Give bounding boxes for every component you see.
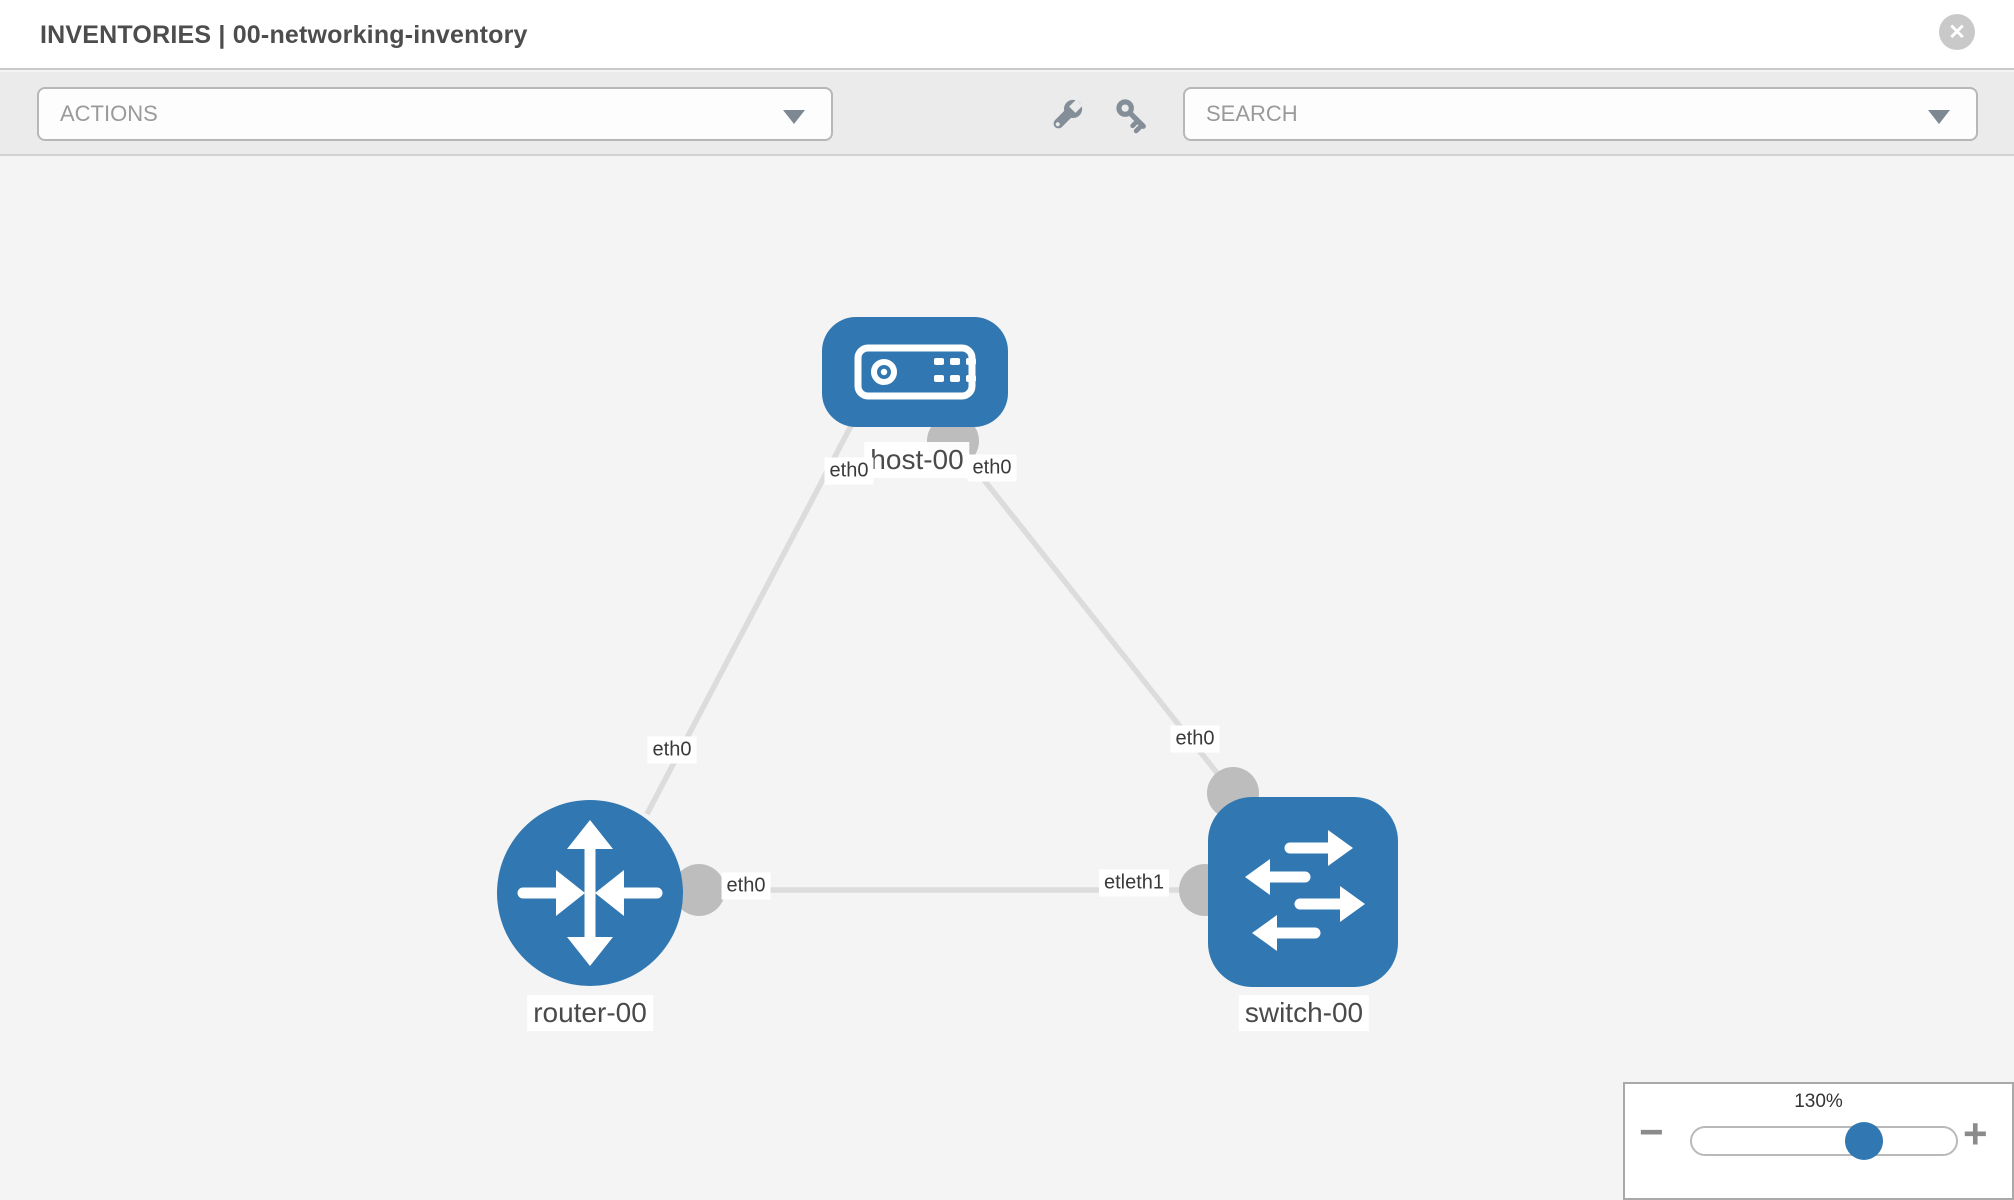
search-dropdown[interactable] bbox=[1183, 87, 1978, 141]
interface-label: etleth1 bbox=[1098, 869, 1170, 897]
zoom-level: 130% bbox=[1794, 1091, 1843, 1112]
chevron-down-icon bbox=[1928, 110, 1950, 124]
zoom-in-button[interactable]: + bbox=[1963, 1110, 1988, 1158]
actions-dropdown[interactable]: ACTIONS bbox=[37, 87, 833, 141]
search-input[interactable] bbox=[1185, 89, 1976, 139]
page-title: INVENTORIES | 00-networking-inventory bbox=[40, 21, 528, 49]
link-lines bbox=[644, 422, 1236, 893]
host-icon bbox=[854, 344, 976, 400]
interface-dot[interactable] bbox=[673, 864, 725, 916]
interface-label: eth0 bbox=[721, 872, 771, 900]
router-icon bbox=[517, 820, 663, 966]
close-icon: ✕ bbox=[1948, 20, 1966, 44]
interface-dots bbox=[673, 415, 1259, 916]
switch-icon bbox=[1245, 830, 1365, 951]
node-label-router: router-00 bbox=[527, 995, 653, 1031]
zoom-panel: 130% − + bbox=[1623, 1082, 2014, 1200]
interface-label: eth0 bbox=[824, 457, 874, 485]
interface-label: eth0 bbox=[967, 454, 1017, 482]
zoom-slider-track[interactable] bbox=[1690, 1126, 1958, 1156]
close-button[interactable]: ✕ bbox=[1939, 14, 1975, 50]
actions-dropdown-label: ACTIONS bbox=[60, 101, 158, 126]
node-router[interactable] bbox=[497, 800, 683, 986]
zoom-out-button[interactable]: − bbox=[1639, 1108, 1664, 1156]
configure-button[interactable] bbox=[1046, 96, 1086, 136]
node-host[interactable] bbox=[822, 317, 1008, 427]
plus-icon: + bbox=[1963, 1110, 1988, 1157]
key-icon bbox=[1116, 99, 1146, 134]
interface-label: eth0 bbox=[1170, 725, 1220, 753]
node-label-host: host-00 bbox=[864, 442, 970, 478]
topology-canvas[interactable]: host-00 router-00 switch-00 eth0 eth0 et… bbox=[0, 156, 2014, 1200]
topology-graph bbox=[497, 317, 1398, 987]
toolbar: ACTIONS bbox=[0, 72, 2014, 156]
zoom-slider-thumb[interactable] bbox=[1845, 1122, 1883, 1160]
wrench-icon bbox=[1053, 99, 1083, 129]
credentials-button[interactable] bbox=[1113, 96, 1153, 136]
node-label-switch: switch-00 bbox=[1238, 995, 1370, 1031]
chevron-down-icon bbox=[783, 110, 805, 124]
minus-icon: − bbox=[1639, 1108, 1664, 1155]
header: INVENTORIES | 00-networking-inventory ✕ bbox=[0, 0, 2014, 70]
interface-label: eth0 bbox=[647, 736, 697, 764]
node-switch[interactable] bbox=[1208, 797, 1398, 987]
